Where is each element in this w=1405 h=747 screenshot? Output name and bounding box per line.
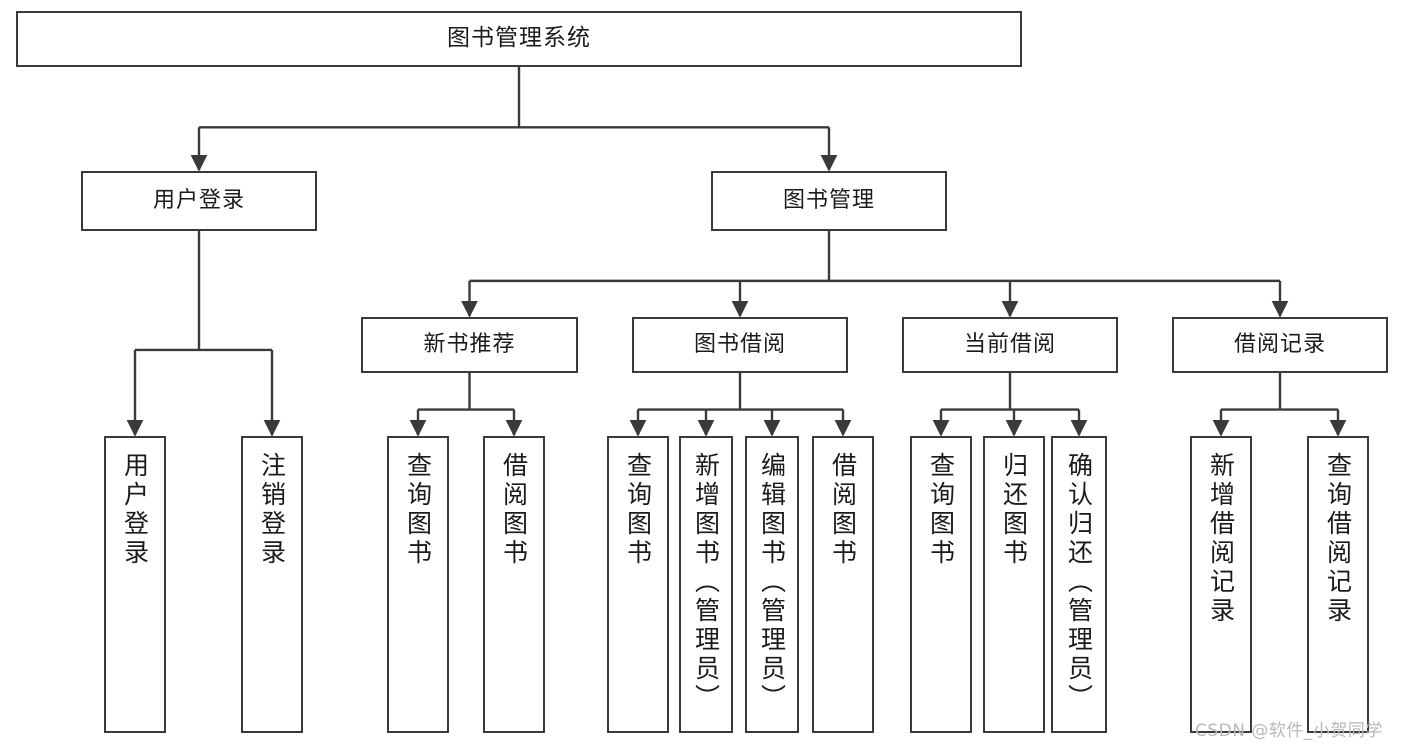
node-leaf-return-book[interactable]: 归还图书: [983, 436, 1045, 733]
node-leaf-query-book-1[interactable]: 查询图书: [387, 436, 449, 733]
node-label: 新书推荐: [423, 332, 516, 358]
node-label: 用户登录: [152, 188, 245, 214]
node-label: 借阅图书: [499, 452, 529, 568]
node-label: 用户登录: [120, 452, 150, 568]
node-leaf-query-record[interactable]: 查询借阅记录: [1307, 436, 1369, 733]
node-leaf-add-book[interactable]: 新增图书（管理员）: [679, 436, 733, 733]
node-book-borrow[interactable]: 图书借阅: [632, 317, 848, 373]
node-label: 新增图书（管理员）: [691, 452, 721, 713]
node-leaf-borrow-book-1[interactable]: 借阅图书: [483, 436, 545, 733]
node-leaf-user-login[interactable]: 用户登录: [104, 436, 166, 733]
node-label: 归还图书: [999, 452, 1029, 568]
node-label: 图书管理: [782, 188, 875, 214]
node-borrow-record[interactable]: 借阅记录: [1172, 317, 1388, 373]
node-label: 查询图书: [623, 452, 653, 568]
node-label: 编辑图书（管理员）: [757, 452, 787, 713]
node-new-book-rec[interactable]: 新书推荐: [361, 317, 578, 373]
node-label: 查询借阅记录: [1323, 452, 1353, 626]
node-user-login[interactable]: 用户登录: [81, 171, 317, 231]
node-root[interactable]: 图书管理系统: [16, 11, 1022, 67]
node-label: 当前借阅: [963, 332, 1056, 358]
node-current-borrow[interactable]: 当前借阅: [902, 317, 1118, 373]
node-label: 借阅记录: [1233, 332, 1326, 358]
node-leaf-add-record[interactable]: 新增借阅记录: [1190, 436, 1252, 733]
node-leaf-edit-book[interactable]: 编辑图书（管理员）: [745, 436, 799, 733]
node-leaf-borrow-book-2[interactable]: 借阅图书: [812, 436, 874, 733]
node-label: 图书管理系统: [447, 25, 591, 52]
node-label: 借阅图书: [828, 452, 858, 568]
node-label: 新增借阅记录: [1206, 452, 1236, 626]
node-label: 确认归还（管理员）: [1064, 452, 1094, 713]
node-label: 查询图书: [403, 452, 433, 568]
node-label: 查询图书: [926, 452, 956, 568]
node-label: 图书借阅: [693, 332, 786, 358]
node-leaf-confirm-return[interactable]: 确认归还（管理员）: [1051, 436, 1107, 733]
node-leaf-user-logout[interactable]: 注销登录: [241, 436, 303, 733]
node-leaf-query-book-2[interactable]: 查询图书: [607, 436, 669, 733]
node-leaf-query-book-3[interactable]: 查询图书: [910, 436, 972, 733]
node-book-manage[interactable]: 图书管理: [711, 171, 947, 231]
node-label: 注销登录: [257, 452, 287, 568]
csdn-watermark: CSDN @软件_小贺同学: [1195, 721, 1383, 741]
